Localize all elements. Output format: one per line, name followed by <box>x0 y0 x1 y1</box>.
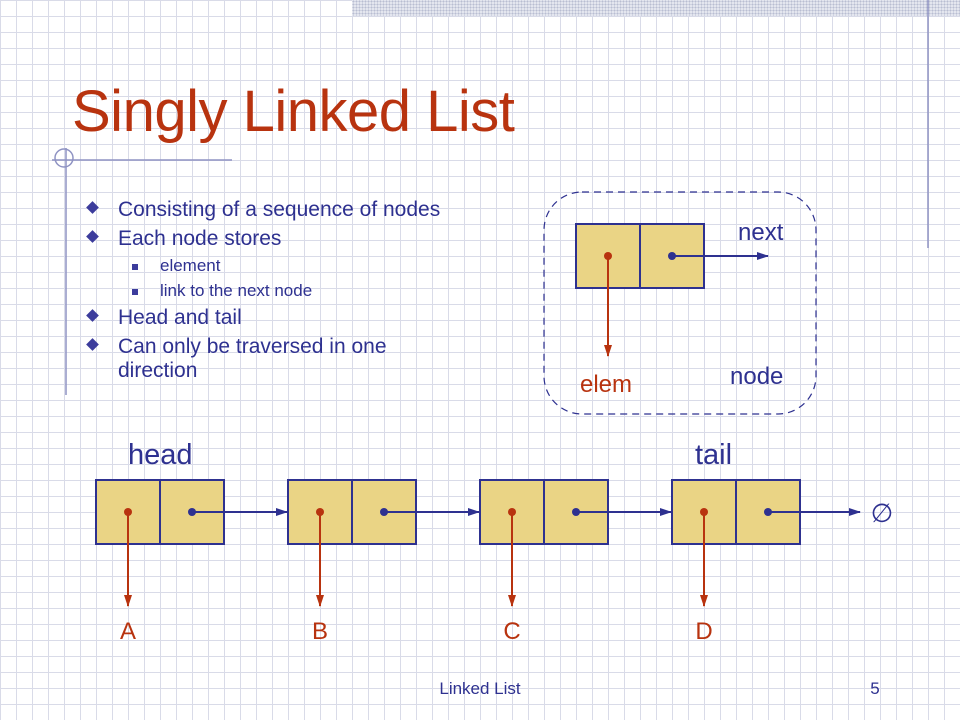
slide-title: Singly Linked List <box>72 79 515 144</box>
square-bullet-icon <box>132 264 138 270</box>
bullet-text: Each node stores <box>118 227 282 250</box>
bullet-text: Head and tail <box>118 306 242 329</box>
top-decorative-band <box>352 0 960 16</box>
sub-bullet-text: link to the next node <box>160 281 313 300</box>
footer-title: Linked List <box>439 679 521 698</box>
diamond-bullet-icon <box>86 338 99 351</box>
diamond-bullet-icon <box>86 230 99 243</box>
bullet-item: Head and tail <box>86 306 526 330</box>
element-dot <box>700 508 708 516</box>
slide-frame-decoration <box>52 0 929 395</box>
list-node: D <box>671 479 861 645</box>
next-dot <box>572 508 580 516</box>
diamond-bullet-icon <box>86 201 99 214</box>
legend-next-dot <box>668 252 676 260</box>
legend-next-label: next <box>738 219 784 246</box>
list-node: A <box>95 479 288 645</box>
element-label: C <box>503 618 520 645</box>
bullet-item: Can only be traversed in one direction <box>86 335 428 383</box>
next-dot <box>764 508 772 516</box>
element-label: D <box>695 618 712 645</box>
sub-bullet-item: element <box>86 256 526 276</box>
bullet-item: Consisting of a sequence of nodes <box>86 198 526 222</box>
sub-bullet-item: link to the next node <box>86 281 526 301</box>
sub-bullet-text: element <box>160 256 221 275</box>
legend-node-label: node <box>730 363 783 390</box>
element-label: B <box>312 618 328 645</box>
bullet-list: Consisting of a sequence of nodes Each n… <box>86 198 526 388</box>
null-symbol: ∅ <box>871 498 894 528</box>
node-legend: next elem node <box>543 191 817 415</box>
next-dot <box>380 508 388 516</box>
node-legend-dashed-border <box>543 191 817 415</box>
head-label: head <box>128 439 193 471</box>
legend-elem-dot <box>604 252 612 260</box>
list-node: C <box>479 479 672 645</box>
element-dot <box>124 508 132 516</box>
tail-label: tail <box>695 439 732 471</box>
bullet-item: Each node stores <box>86 227 526 251</box>
square-bullet-icon <box>132 289 138 295</box>
bullet-text: Can only be traversed in one direction <box>118 335 387 382</box>
element-label: A <box>120 618 136 645</box>
page-number: 5 <box>870 679 880 698</box>
bullet-text: Consisting of a sequence of nodes <box>118 198 441 221</box>
diamond-bullet-icon <box>86 309 99 322</box>
list-node: B <box>287 479 480 645</box>
next-dot <box>188 508 196 516</box>
element-dot <box>508 508 516 516</box>
legend-elem-label: elem <box>580 371 632 398</box>
element-dot <box>316 508 324 516</box>
